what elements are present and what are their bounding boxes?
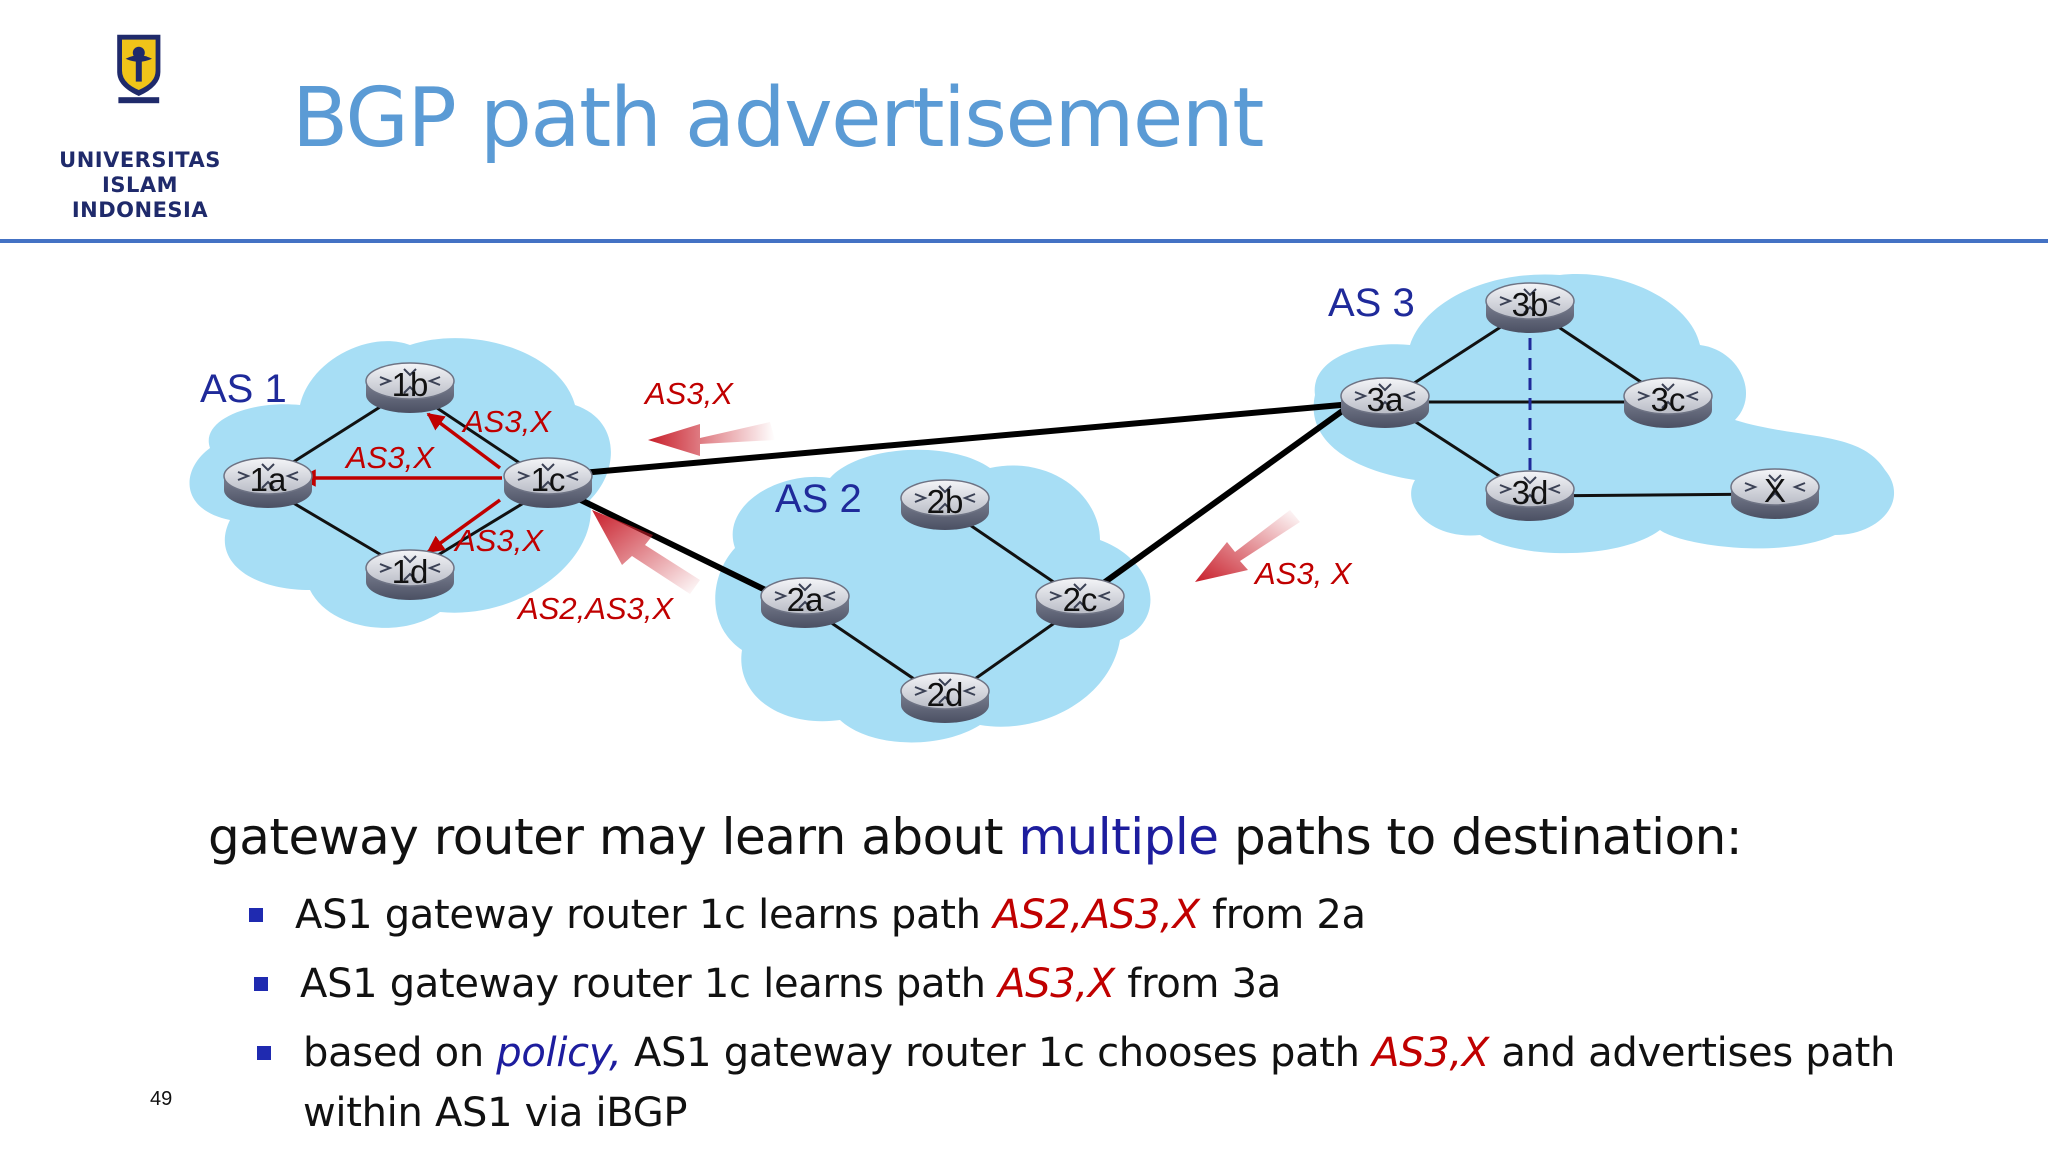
router-label: 2a [787,581,824,618]
adv-label-as3x-right: AS3, X [1253,556,1353,591]
advertisement-arrow-icon [648,422,775,456]
ibgp-arrows [298,412,502,554]
router-label: 1c [531,461,566,498]
bullet-3-mid: AS1 gateway router 1c chooses path [621,1030,1373,1076]
slide-title: BGP path advertisement [292,71,1264,166]
as1-label: AS 1 [200,367,287,411]
as3-label: AS 3 [1328,281,1415,325]
router-icon: 1a [223,457,313,508]
router-icon: 3d [1485,470,1575,521]
page-number: 49 [150,1088,173,1110]
square-bullet-icon [254,977,268,991]
adv-label-as3x-top: AS3,X [643,376,734,411]
advertisement-arrow-icon [592,510,700,594]
router-label: 1b [392,366,429,403]
main-text-highlight: multiple [1018,808,1219,866]
square-bullet-icon [249,908,263,922]
title-rule [0,239,2048,243]
bullet-2-path: AS3,X [998,961,1115,1007]
router-icon: 1d [365,549,455,600]
link-1c-2a [546,481,792,605]
router-label: 1a [250,461,287,498]
university-name: UNIVERSITAS ISLAM INDONESIA [38,148,242,223]
router-label: 3a [1367,381,1404,418]
adv-label-as3x-1b: AS3,X [461,404,552,439]
as2-label: AS 2 [775,477,862,521]
router-icon: 3a [1340,377,1430,428]
bullet-1: AS1 gateway router 1c learns path AS2,AS… [249,892,1366,938]
router-icon: 1c [503,457,593,508]
bullet-3: based on policy, AS1 gateway router 1c c… [257,1030,1896,1076]
router-label: X [1764,472,1786,509]
main-text-pre: gateway router may learn about [208,808,1019,866]
logo-line-3: INDONESIA [71,198,209,222]
router-icon: 3b [1485,282,1575,333]
router-label: 3d [1512,474,1549,511]
link-1c-3a [547,401,1353,479]
bullet-3-post: and advertises path [1488,1030,1896,1076]
logo-line-1: UNIVERSITAS [59,148,221,172]
link-2c-3a [1078,401,1354,603]
router-label: 2b [927,483,964,520]
router-label: 2c [1063,581,1098,618]
router-icon: 1b [365,362,455,413]
arrow-1c-1b [426,412,502,470]
as2-cloud [715,449,1151,743]
router-label: 1d [392,553,429,590]
main-statement: gateway router may learn about multiple … [208,808,1743,866]
bullet-2: AS1 gateway router 1c learns path AS3,X … [254,961,1281,1007]
router-label: 2d [927,676,964,713]
arrow-1c-1d [426,498,502,554]
bullet-3-path: AS3,X [1372,1030,1489,1076]
router-icon: X [1730,468,1820,519]
bullet-3-line-2: within AS1 via iBGP [303,1090,688,1136]
inter-as-links [546,401,1354,605]
bullet-1-post: from 2a [1199,892,1366,938]
router-icon: 2d [900,672,990,723]
advertisement-arrow-icon [1195,510,1300,582]
bullet-3-pre: based on [303,1030,497,1076]
routers: 1a 1b 1c 1d 2a 2b 2c 2d 3a 3b 3c 3d X [223,282,1820,723]
bullet-2-pre: AS1 gateway router 1c learns path [300,961,999,1007]
router-icon: 3c [1623,377,1713,428]
adv-label-as3x-1d: AS3,X [453,523,544,558]
logo-line-2: ISLAM [102,173,178,197]
router-icon: 2a [760,577,850,628]
bullet-1-path: AS2,AS3,X [993,892,1200,938]
bgp-diagram: AS 1 AS 2 AS 3 AS3,X AS3,X AS3,X AS3, [189,274,1895,743]
adv-label-as3x-1a: AS3,X [344,440,435,475]
bullet-3-policy: policy, [496,1030,622,1076]
as1-cloud [189,338,611,628]
router-icon: 2c [1035,577,1125,628]
router-label: 3b [1512,286,1549,323]
router-label: 3c [1651,381,1686,418]
main-text-post: paths to destination: [1218,808,1743,866]
square-bullet-icon [257,1046,271,1060]
adv-label-as2as3x: AS2,AS3,X [516,591,674,626]
router-icon: 2b [900,479,990,530]
bullet-2-post: from 3a [1114,961,1281,1007]
university-logo [117,34,161,104]
bullet-1-pre: AS1 gateway router 1c learns path [295,892,994,938]
